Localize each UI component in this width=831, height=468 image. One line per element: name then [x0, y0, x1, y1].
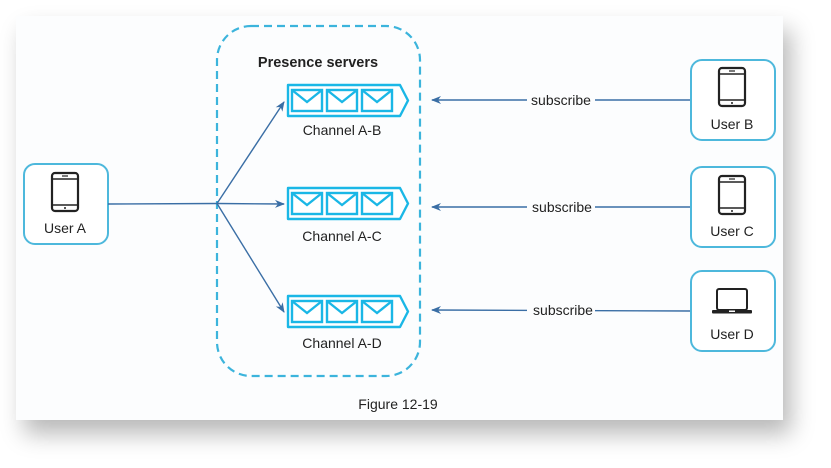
user-c-label: User C	[710, 223, 754, 239]
channel-a-b[interactable]: Channel A-B	[286, 83, 410, 138]
message-icon	[325, 191, 359, 216]
user-b-node[interactable]: User B	[690, 59, 776, 141]
message-icon	[360, 191, 394, 216]
edge-label-subscribe-d: subscribe	[533, 302, 593, 318]
channel-label: Channel A-B	[303, 122, 382, 138]
figure-caption: Figure 12-19	[358, 396, 438, 412]
channel-label: Channel A-C	[302, 228, 381, 244]
message-icon	[290, 88, 324, 113]
user-b-label: User B	[711, 116, 754, 132]
edge-user-a-trunk	[107, 202, 218, 205]
user-d-label: User D	[710, 326, 754, 342]
channel-a-c[interactable]: Channel A-C	[286, 186, 410, 244]
edge-label-subscribe-b: subscribe	[531, 92, 591, 108]
phone-icon	[717, 66, 747, 108]
channel-label: Channel A-D	[302, 335, 381, 351]
message-icon	[325, 88, 359, 113]
user-d-node[interactable]: User D	[690, 270, 776, 352]
presence-servers-group	[215, 24, 422, 378]
edge-publish-a-b	[216, 101, 285, 204]
edge-label-bg	[527, 198, 595, 214]
user-c-node[interactable]: User C	[690, 166, 776, 248]
edge-publish-a-d	[216, 203, 285, 313]
message-icon	[360, 299, 394, 324]
laptop-icon	[712, 288, 752, 314]
edge-label-bg	[527, 301, 595, 317]
edge-publish-a-c	[216, 199, 285, 208]
edge-label-bg	[527, 91, 595, 107]
message-icon	[290, 191, 324, 216]
message-icon	[360, 88, 394, 113]
message-icon	[325, 299, 359, 324]
edge-label-subscribe-c: subscribe	[532, 199, 592, 215]
message-icon	[290, 299, 324, 324]
user-a-label: User A	[44, 220, 87, 236]
phone-icon	[717, 174, 747, 216]
group-title: Presence servers	[258, 55, 378, 71]
phone-icon	[50, 171, 80, 213]
user-a-node[interactable]: User A	[23, 163, 109, 245]
channel-a-d[interactable]: Channel A-D	[286, 294, 410, 351]
